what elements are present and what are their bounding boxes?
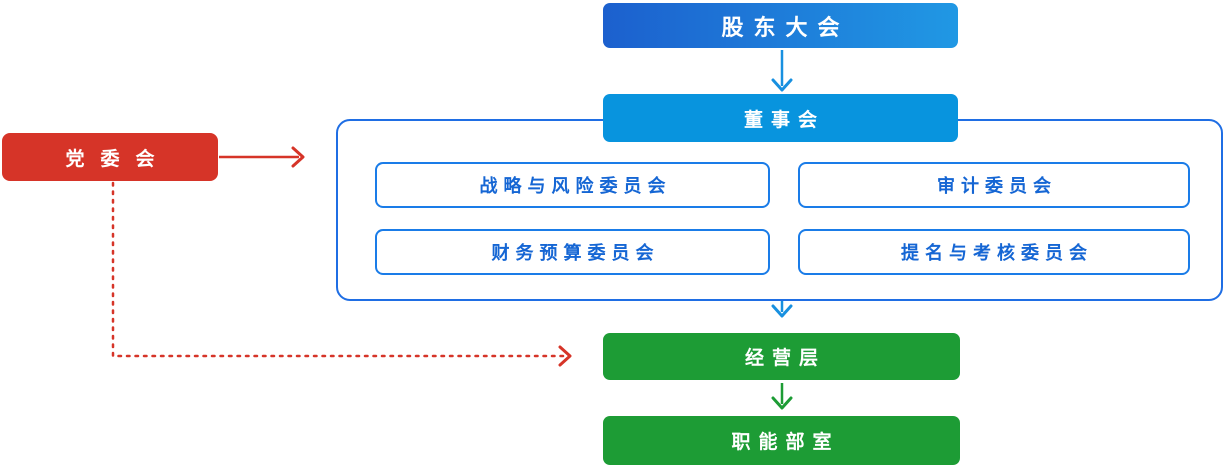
management-label: 经营层 [744, 348, 826, 369]
arrow-party-to-board-group [219, 146, 305, 168]
audit-committee-label: 审计委员会 [937, 176, 1057, 196]
strategy-risk-committee-label: 战略与风险委员会 [479, 176, 672, 196]
management-box: 经营层 [603, 333, 960, 380]
arrow-board-to-management [771, 301, 793, 318]
party-committee-label: 党委会 [65, 148, 171, 170]
shareholders-meeting-label: 股东大会 [721, 14, 850, 40]
arrow-management-to-departments [771, 383, 793, 410]
board-of-directors-box: 董事会 [603, 94, 958, 142]
party-committee-box: 党委会 [2, 133, 218, 181]
budget-committee-box: 财务预算委员会 [375, 229, 770, 275]
nomination-committee-box: 提名与考核委员会 [798, 229, 1190, 275]
audit-committee-box: 审计委员会 [798, 162, 1190, 208]
arrow-shareholders-to-board [771, 50, 793, 92]
strategy-risk-committee-box: 战略与风险委员会 [375, 162, 770, 208]
nomination-committee-label: 提名与考核委员会 [901, 243, 1093, 263]
departments-label: 职能部室 [731, 432, 840, 453]
shareholders-meeting-box: 股东大会 [603, 3, 958, 48]
budget-committee-label: 财务预算委员会 [491, 243, 660, 263]
departments-box: 职能部室 [603, 416, 960, 465]
board-of-directors-label: 董事会 [743, 109, 825, 131]
